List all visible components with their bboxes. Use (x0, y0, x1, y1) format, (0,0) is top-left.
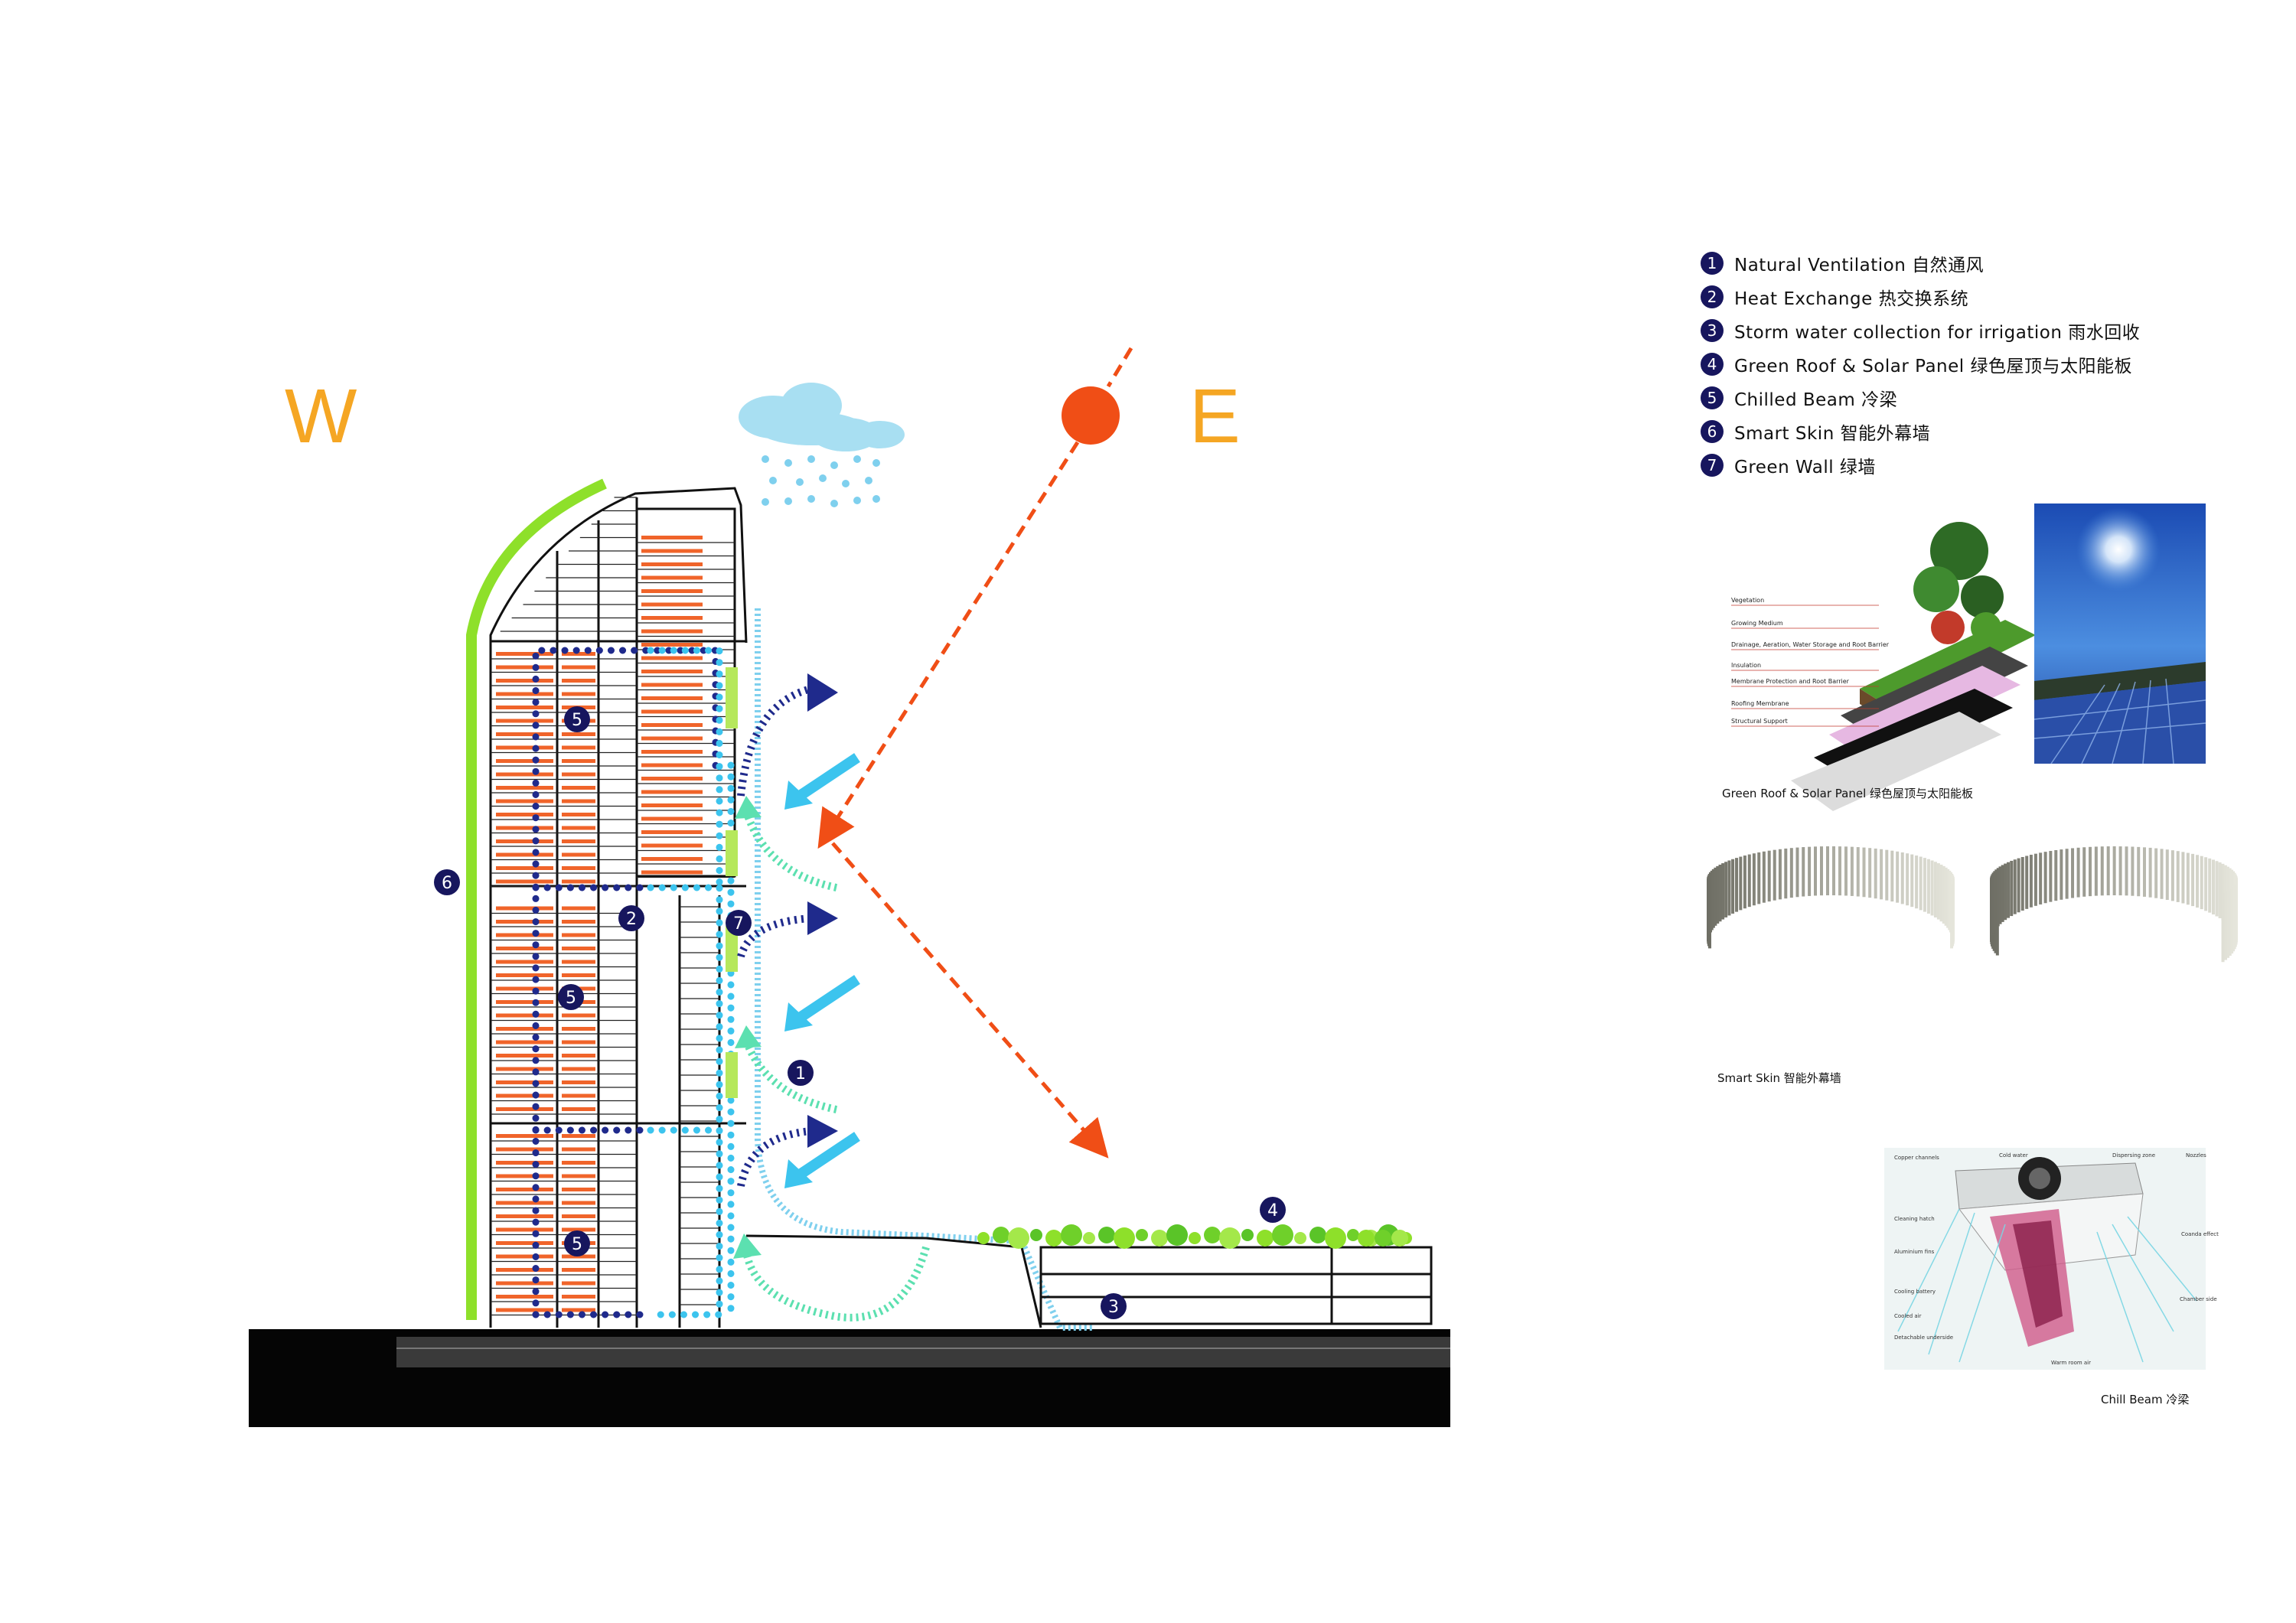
svg-text:6: 6 (442, 874, 452, 893)
beam-part-label: Cleaning hatch (1894, 1216, 1935, 1222)
svg-text:4: 4 (1267, 1201, 1278, 1221)
green-roof-shrubs (977, 1224, 1412, 1249)
smart-skin-facade (466, 478, 607, 1320)
beam-part-label: Copper channels (1894, 1155, 1939, 1161)
marker-2: 2 (618, 905, 644, 931)
beam-part-label: Chamber side (2180, 1296, 2217, 1302)
roof-layer-label: Structural Support (1731, 718, 1788, 725)
podium-building (745, 1234, 1433, 1328)
roof-layer-label: Insulation (1731, 662, 1761, 669)
marker-4: 4 (1260, 1197, 1286, 1223)
diagram-markers: 1 2 3 4 5 5 5 6 7 (434, 706, 1286, 1319)
legend-item: 4 Green Roof & Solar Panel 绿色屋顶与太阳能板 (1701, 347, 2236, 381)
legend-label: Smart Skin 智能外幕墙 (1734, 424, 1931, 444)
marker-5-top: 5 (564, 706, 590, 732)
marker-3: 3 (1101, 1293, 1127, 1319)
roof-layer-label: Membrane Protection and Root Barrier (1731, 678, 1850, 685)
rain-cloud-icon (739, 383, 905, 507)
svg-text:5: 5 (572, 1235, 582, 1254)
west-label: W (285, 373, 357, 459)
roof-layer-label: Vegetation (1731, 597, 1764, 604)
legend-label: Natural Ventilation 自然通风 (1734, 256, 1985, 275)
basement-slab (396, 1337, 1450, 1367)
marker-5-middle: 5 (558, 984, 584, 1010)
beam-part-label: Cooling battery (1894, 1289, 1936, 1295)
svg-text:5: 5 (566, 989, 576, 1008)
solar-panel-photo (2033, 504, 2206, 764)
legend-number-badge: 5 (1701, 386, 1724, 409)
legend-item: 5 Chilled Beam 冷梁 (1701, 381, 2236, 415)
legend-label: Green Roof & Solar Panel 绿色屋顶与太阳能板 (1734, 357, 2132, 376)
legend-item: 1 Natural Ventilation 自然通风 (1701, 246, 2236, 280)
air-flow-arrows (733, 673, 930, 1322)
smart-skin-model-right (1990, 846, 2238, 963)
legend-label: Chilled Beam 冷梁 (1734, 390, 1898, 410)
beam-part-label: Dispersing zone (2112, 1152, 2155, 1159)
roof-layer-label: Roofing Membrane (1731, 700, 1789, 707)
legend-number-badge: 1 (1701, 252, 1724, 275)
chill-beam-part-labels: Copper channels Cold water Dispersing zone… (1894, 1152, 2219, 1366)
legend-item: 2 Heat Exchange 热交换系统 (1701, 280, 2236, 314)
east-label: E (1189, 373, 1241, 459)
marker-5-bottom: 5 (564, 1230, 590, 1256)
beam-part-label: Aluminium fins (1894, 1249, 1935, 1255)
beam-part-label: Cooled air (1894, 1313, 1922, 1319)
svg-text:1: 1 (795, 1064, 806, 1084)
legend-label: Green Wall 绿墙 (1734, 458, 1876, 477)
smart-skin-model-left (1707, 846, 1955, 949)
caption-chill-beam: Chill Beam 冷梁 (2101, 1393, 2189, 1406)
legend-number-badge: 6 (1701, 420, 1724, 443)
floor-slabs (491, 497, 735, 1316)
legend-label: Storm water collection for irrigation 雨水… (1734, 323, 2141, 343)
caption-smart-skin: Smart Skin 智能外幕墙 (1717, 1071, 1841, 1085)
roof-layer-label: Drainage, Aeration, Water Storage and Ro… (1731, 641, 1890, 648)
beam-part-label: Cold water (1999, 1152, 2028, 1159)
sun-ray-reflected (831, 842, 1109, 1159)
marker-7: 7 (726, 910, 752, 936)
beam-part-label: Coanda effect (2181, 1231, 2219, 1237)
legend-number-badge: 2 (1701, 285, 1724, 308)
marker-1: 1 (788, 1060, 814, 1086)
green-wall-panels (726, 667, 738, 1098)
legend-item: 6 Smart Skin 智能外幕墙 (1701, 415, 2236, 448)
svg-text:3: 3 (1108, 1298, 1119, 1317)
beam-part-label: Detachable underside (1894, 1335, 1953, 1341)
sun-glare-icon (2076, 507, 2161, 592)
sun-ray-incoming (817, 441, 1080, 849)
storm-water-channel (755, 608, 1094, 1331)
chill-beam-render: Copper channels Cold water Dispersing zone… (1884, 1148, 2219, 1370)
legend: 1 Natural Ventilation 自然通风 2 Heat Exchange … (1701, 246, 2236, 482)
legend-label: Heat Exchange 热交换系统 (1734, 289, 1969, 309)
marker-6: 6 (434, 869, 460, 895)
svg-text:5: 5 (572, 711, 582, 730)
caption-green-roof: Green Roof & Solar Panel 绿色屋顶与太阳能板 (1722, 787, 1973, 800)
beam-part-label: Nozzles (2186, 1152, 2206, 1159)
legend-number-badge: 7 (1701, 454, 1724, 477)
sun-icon (1062, 386, 1120, 445)
legend-item: 3 Storm water collection for irrigation 雨… (1701, 314, 2236, 347)
beam-part-label: Warm room air (2051, 1360, 2091, 1366)
legend-item: 7 Green Wall 绿墙 (1701, 448, 2236, 482)
roof-layer-label: Growing Medium (1731, 620, 1783, 627)
svg-text:7: 7 (733, 914, 744, 934)
legend-number-badge: 4 (1701, 353, 1724, 376)
legend-number-badge: 3 (1701, 319, 1724, 342)
svg-text:2: 2 (626, 910, 637, 929)
